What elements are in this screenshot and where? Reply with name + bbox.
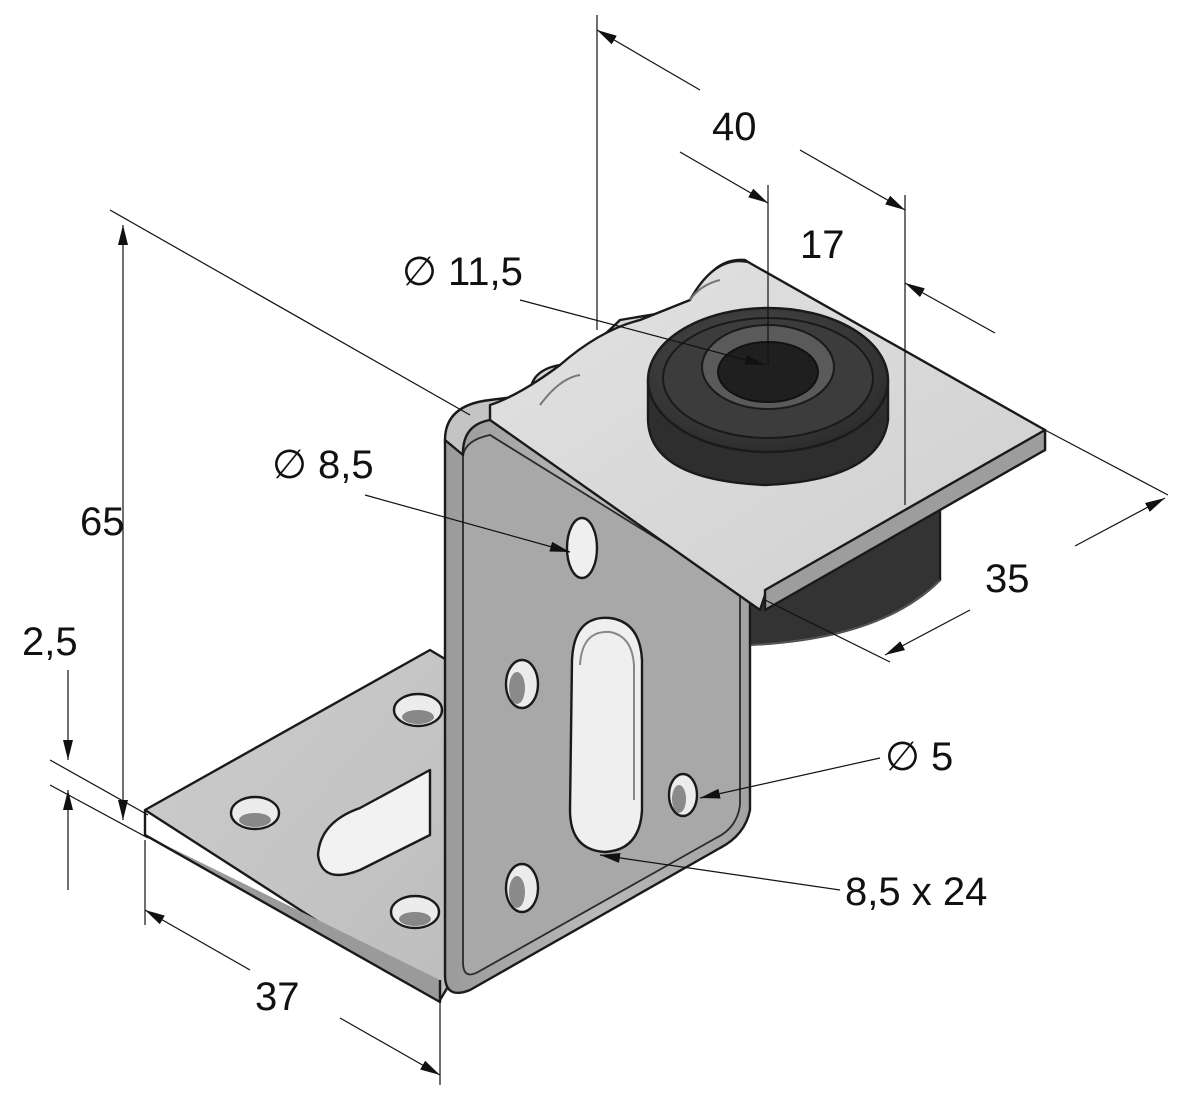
dim-thickness: 2,5 <box>22 620 78 664</box>
dim-top-depth: 35 <box>985 557 1030 601</box>
side-hole <box>565 516 599 580</box>
dim-height-total: 65 <box>80 500 125 544</box>
dim-top-width: 40 <box>712 105 757 149</box>
base-hole <box>402 710 434 724</box>
bracket-body <box>143 258 1047 1004</box>
dim-hole-side: ∅ 8,5 <box>272 443 374 487</box>
base-hole <box>399 912 431 926</box>
vertical-hole <box>509 876 525 908</box>
dim-bushing-offset: 17 <box>800 223 845 267</box>
base-hole <box>239 813 271 827</box>
dim-hole-top: ∅ 11,5 <box>402 250 523 294</box>
dimension-lines <box>49 15 1169 1085</box>
dimension-labels: 65 2,5 37 40 17 35 ∅ 11,5 ∅ 8,5 ∅ 5 8,5 … <box>22 105 1030 1019</box>
dim-hole-small: ∅ 5 <box>885 735 953 779</box>
base-slot <box>316 768 432 877</box>
vertical-slot <box>568 616 644 854</box>
vertical-hole <box>509 672 525 704</box>
dim-slot: 8,5 x 24 <box>845 870 987 914</box>
dim-base-depth: 37 <box>255 975 300 1019</box>
small-hole <box>672 785 686 813</box>
vertical-plate <box>443 403 752 995</box>
